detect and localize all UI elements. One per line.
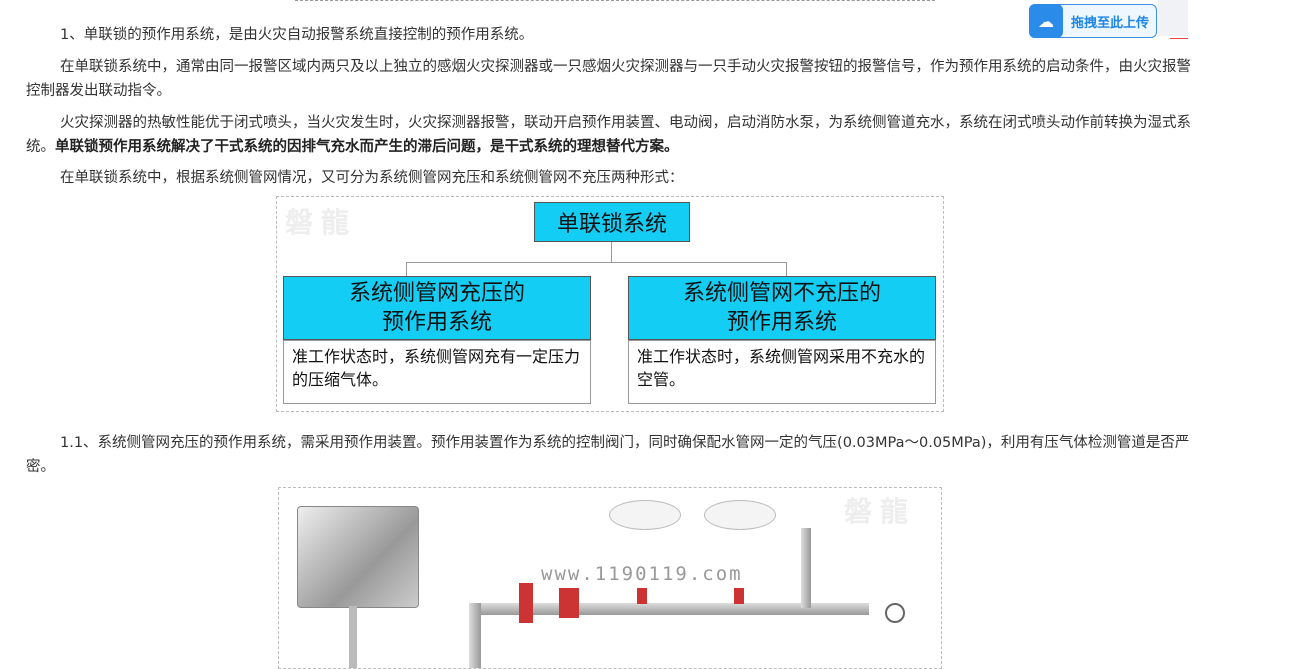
- system-illustration: 磐龍 www.1190119.com: [278, 487, 942, 669]
- watermark: 磐龍: [285, 206, 358, 239]
- tank-stand: [349, 606, 357, 668]
- paragraph: 1、单联锁的预作用系统，是由火灾自动报警系统直接控制的预作用系统。: [60, 27, 534, 43]
- smoke-detector-icon: [704, 500, 776, 530]
- sprinkler-icon: [637, 588, 647, 604]
- diagram-left-title: 系统侧管网充压的 预作用系统: [283, 276, 591, 340]
- sidebar-edge: [1158, 0, 1188, 36]
- watermark: 磐龍: [844, 495, 917, 528]
- diagram-left-desc: 准工作状态时，系统侧管网充有一定压力的压缩气体。: [283, 340, 591, 404]
- paragraph: 1.1、系统侧管网充压的预作用系统，需采用预作用装置。预作用装置作为系统的控制阀…: [26, 435, 1190, 475]
- paragraph-bold: 单联锁预作用系统解决了干式系统的因排气充水而产生的滞后问题，是干式系统的理想替代…: [55, 139, 679, 155]
- pipe: [801, 528, 811, 608]
- paragraph: 火灾探测器的热敏性能优于闭式喷头，当火灾发生时，火灾探测器报警，联动开启预作用装…: [26, 111, 1196, 159]
- connector: [406, 262, 786, 263]
- valve-icon: [519, 583, 533, 623]
- connector: [786, 262, 787, 276]
- diagram-right-title: 系统侧管网不充压的 预作用系统: [628, 276, 936, 340]
- paragraph: 在单联锁系统中，通常由同一报警区域内两只及以上独立的感烟火灾探测器或一只感烟火灾…: [26, 59, 1191, 99]
- pipe: [469, 603, 481, 668]
- connector: [406, 262, 407, 276]
- drag-upload-button[interactable]: ☁ 拖拽至此上传: [1029, 4, 1157, 38]
- divider: [1170, 38, 1188, 39]
- upload-label: 拖拽至此上传: [1071, 15, 1150, 31]
- diagram-root: 单联锁系统: [534, 202, 690, 242]
- paragraph-text: 火灾探测器的热敏性能优于闭式喷头，当火灾发生时，火灾探测器报警，联动开启预作用装…: [26, 115, 1191, 155]
- valve-icon: [559, 588, 579, 618]
- water-tank: [297, 506, 419, 608]
- diagram-right-desc: 准工作状态时，系统侧管网采用不充水的空管。: [628, 340, 936, 404]
- cloud-icon: ☁: [1029, 4, 1063, 38]
- smoke-detector-icon: [609, 500, 681, 530]
- pressure-gauge-icon: [885, 603, 905, 623]
- connector: [611, 242, 612, 262]
- sprinkler-icon: [734, 588, 744, 604]
- diagram-figure: 磐龍 单联锁系统 系统侧管网充压的 预作用系统 准工作状态时，系统侧管网充有一定…: [276, 196, 944, 412]
- divider: [295, 0, 935, 1]
- paragraph: 在单联锁系统中，根据系统侧管网情况，又可分为系统侧管网充压和系统侧管网不充压两种…: [60, 170, 684, 186]
- site-watermark: www.1190119.com: [541, 563, 743, 585]
